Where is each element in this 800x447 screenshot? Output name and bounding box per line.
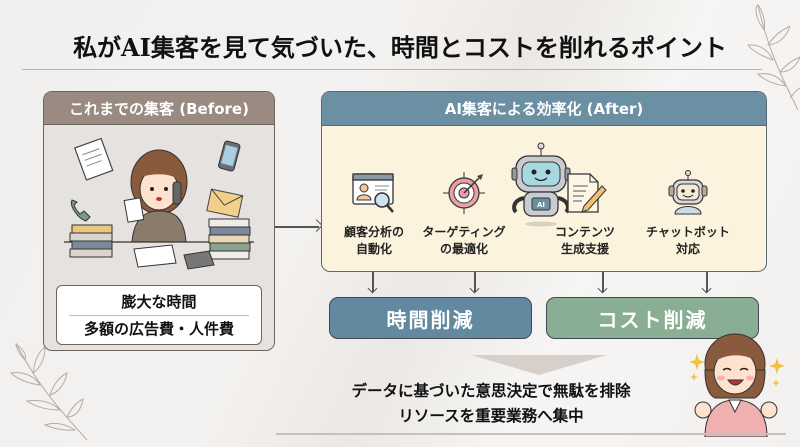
- stressed-woman-illustration-icon: [64, 137, 254, 277]
- connector-line: [474, 272, 476, 292]
- feature-label: コンテンツ生成支援: [554, 225, 615, 256]
- arrow-down-icon: [469, 283, 480, 294]
- after-panel-header: AI集客による効率化 (After): [322, 92, 766, 126]
- before-summary-time: 膨大な時間: [121, 293, 197, 311]
- chatbot-icon: [665, 170, 711, 216]
- arrow-down-icon: [597, 283, 608, 294]
- arrow-down-icon: [701, 283, 712, 294]
- arrow-down-icon: [367, 283, 378, 294]
- customer-analysis-icon: [351, 170, 397, 216]
- feature-content-generation: コンテンツ生成支援: [530, 170, 640, 258]
- before-summary-box: 膨大な時間 多額の広告費・人件費: [56, 285, 262, 345]
- feature-chatbot: チャットボット対応: [633, 170, 743, 258]
- feature-customer-analysis: 顧客分析の自動化: [322, 170, 429, 258]
- before-to-after-connector: [275, 226, 319, 228]
- svg-text:AI: AI: [537, 201, 545, 209]
- conclusion-text: データに基づいた意思決定で無駄を排除 リソースを重要業務へ集中: [326, 379, 656, 429]
- leaf-decoration-bottom-left-icon: [5, 335, 90, 440]
- connector-line: [372, 272, 374, 292]
- happy-woman-illustration-icon: [683, 332, 793, 438]
- title-divider: [22, 69, 762, 70]
- cost-reduction-badge: コスト削減: [546, 297, 759, 339]
- connector-line: [602, 272, 604, 292]
- conclusion-line-1: データに基づいた意思決定で無駄を排除: [351, 382, 631, 400]
- feature-label: ターゲティングの最適化: [422, 225, 506, 256]
- page-title: 私がAI集客を見て気づいた、時間とコストを削れるポイント: [73, 33, 727, 62]
- target-icon: [441, 170, 487, 216]
- feature-label: チャットボット対応: [646, 225, 730, 256]
- connector-line: [706, 272, 708, 292]
- summary-divider: [69, 315, 249, 316]
- ai-robot-icon: AI: [510, 142, 572, 228]
- bottom-divider: [276, 433, 786, 435]
- feature-label: 顧客分析の自動化: [343, 225, 404, 256]
- leaf-decoration-top-right-icon: [728, 0, 800, 110]
- down-triangle-icon: [471, 355, 607, 375]
- time-reduction-badge: 時間削減: [329, 297, 532, 339]
- conclusion-line-2: リソースを重要業務へ集中: [398, 407, 584, 425]
- document-pencil-icon: [562, 170, 608, 216]
- before-panel-header: これまでの集客 (Before): [44, 92, 274, 125]
- feature-targeting: ターゲティングの最適化: [409, 170, 519, 258]
- before-summary-cost: 多額の広告費・人件費: [83, 320, 234, 338]
- before-panel: これまでの集客 (Before): [43, 91, 275, 351]
- after-panel: AI集客による効率化 (After) 顧客分析の自動化: [321, 91, 767, 272]
